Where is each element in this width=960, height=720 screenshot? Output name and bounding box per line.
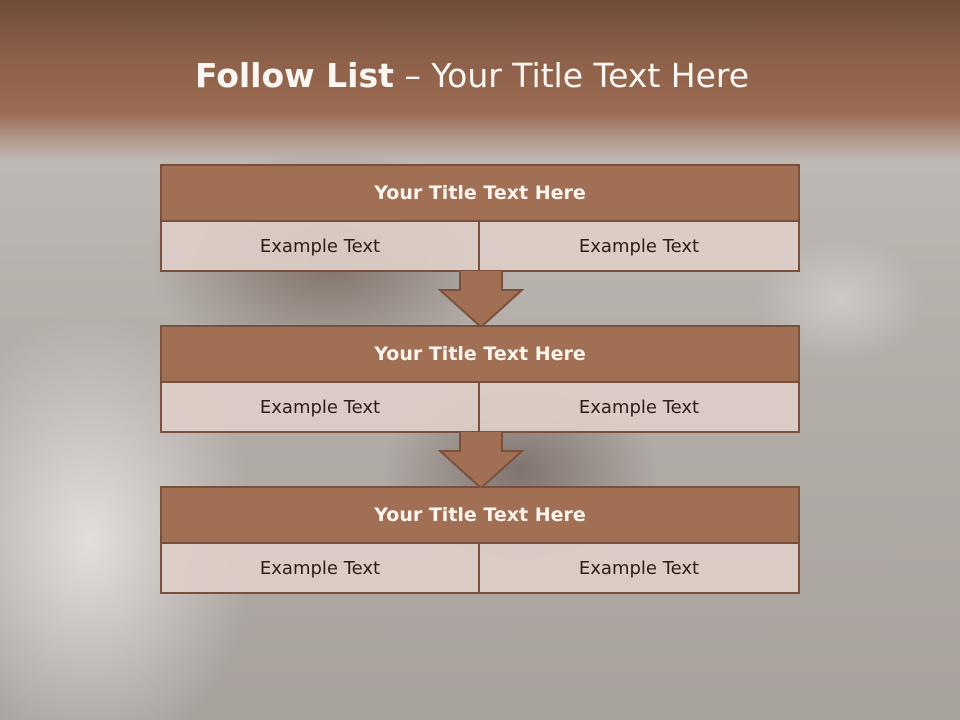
- block-cell-right[interactable]: Example Text: [480, 222, 800, 272]
- block-title[interactable]: Your Title Text Here: [160, 164, 800, 222]
- list-block-2: Your Title Text Here Example Text Exampl…: [160, 325, 800, 433]
- block-row: Example Text Example Text: [160, 222, 800, 272]
- block-cell-left[interactable]: Example Text: [160, 383, 480, 433]
- list-block-1: Your Title Text Here Example Text Exampl…: [160, 164, 800, 272]
- slide-title-bold: Follow List: [194, 56, 394, 95]
- list-block-3: Your Title Text Here Example Text Exampl…: [160, 486, 800, 594]
- down-arrow-icon: [438, 431, 524, 489]
- block-title[interactable]: Your Title Text Here: [160, 325, 800, 383]
- block-cell-right[interactable]: Example Text: [480, 544, 800, 594]
- block-cell-right[interactable]: Example Text: [480, 383, 800, 433]
- block-row: Example Text Example Text: [160, 383, 800, 433]
- slide-title-rest: – Your Title Text Here: [393, 56, 750, 95]
- block-cell-left[interactable]: Example Text: [160, 544, 480, 594]
- slide-title: Follow List – Your Title Text Here: [0, 56, 944, 95]
- block-title[interactable]: Your Title Text Here: [160, 486, 800, 544]
- down-arrow-icon: [438, 270, 524, 328]
- block-cell-left[interactable]: Example Text: [160, 222, 480, 272]
- header-band: [0, 0, 960, 160]
- block-row: Example Text Example Text: [160, 544, 800, 594]
